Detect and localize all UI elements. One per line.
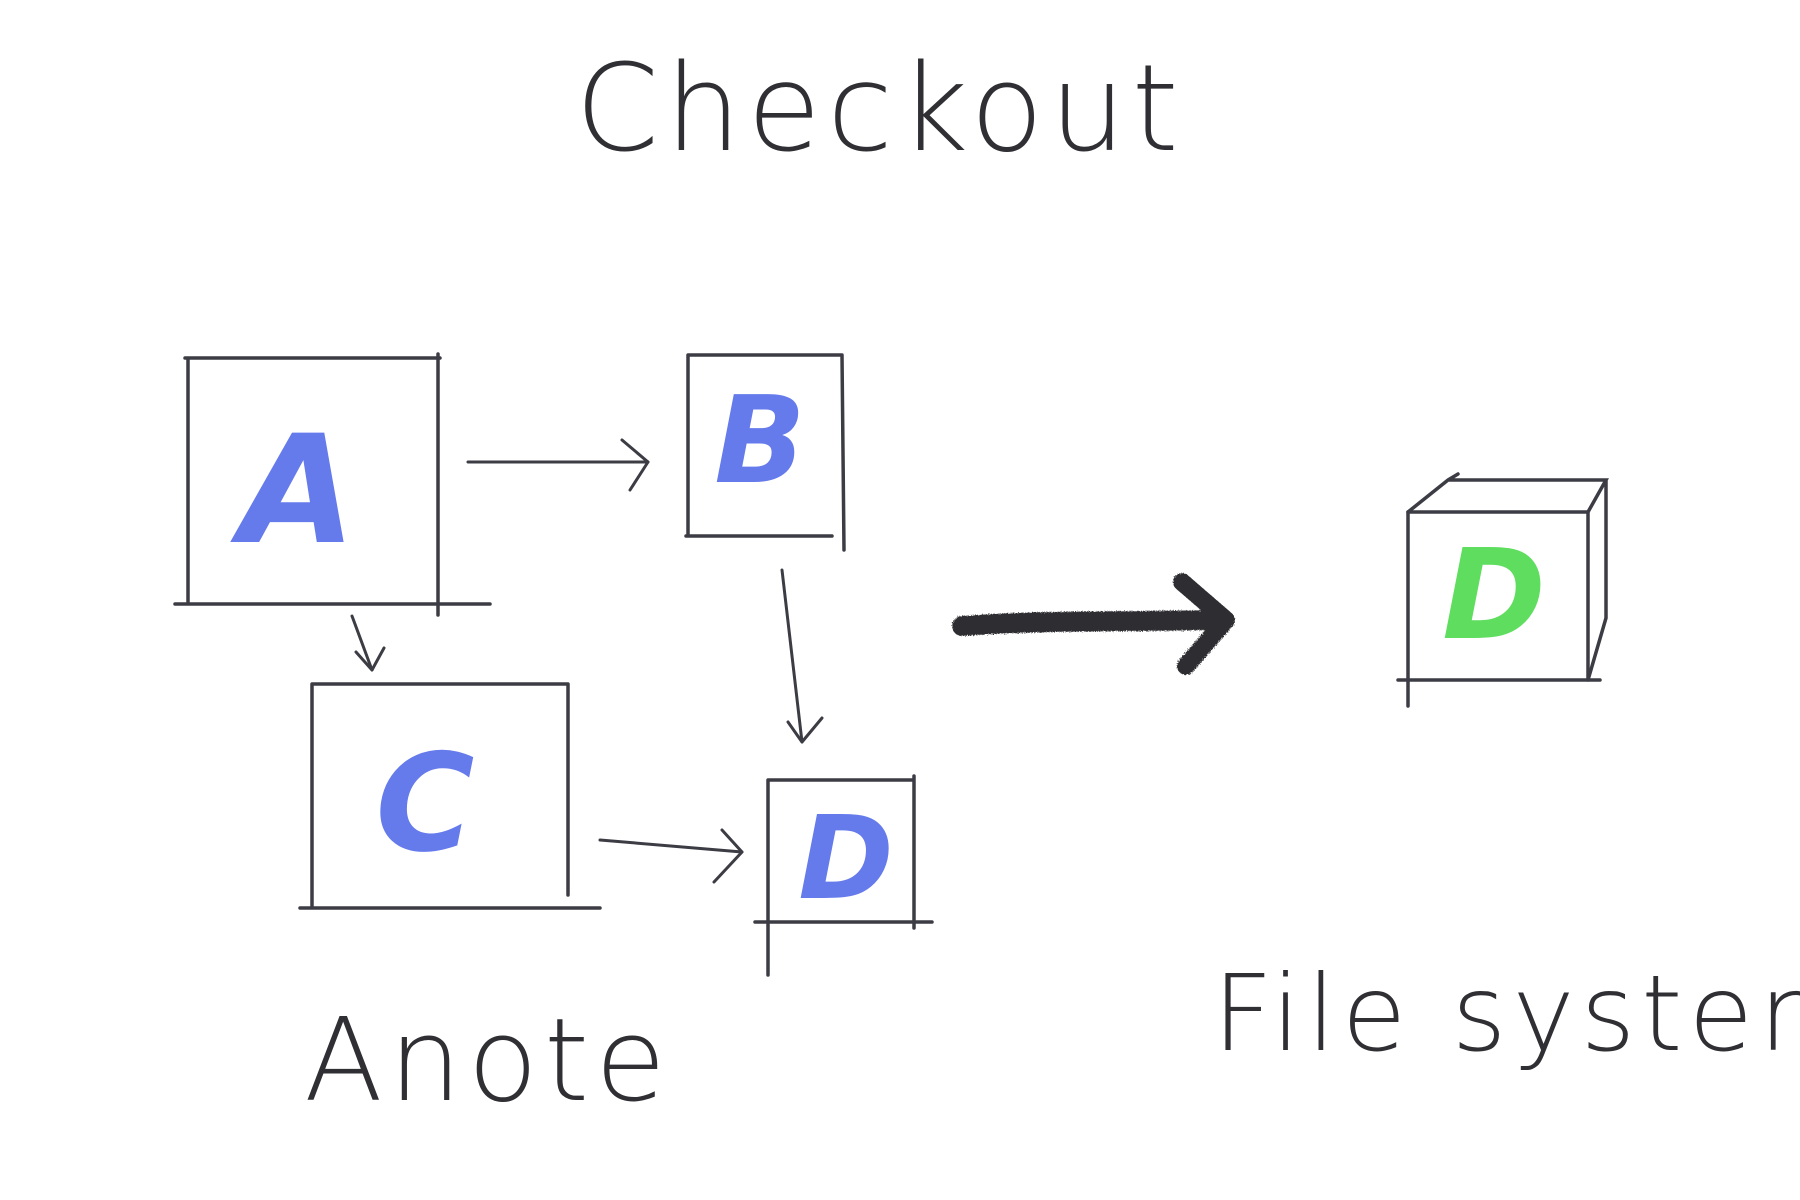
node-b-letter: B: [714, 372, 805, 511]
arrow-c-to-d: [598, 828, 744, 884]
node-d: D: [753, 774, 934, 977]
node-c: C: [298, 682, 602, 910]
arrow-a-to-b: [466, 438, 650, 492]
node-b: B: [684, 353, 846, 552]
right-caption: File system: [1213, 953, 1800, 1075]
file-system-cube: D: [1396, 472, 1609, 708]
node-d-letter: D: [798, 792, 893, 926]
title: Checkout: [575, 40, 1184, 179]
node-a: A: [173, 352, 492, 617]
arrow-b-to-d: [780, 568, 824, 744]
big-arrow: [952, 573, 1235, 675]
left-caption: Anote: [304, 994, 672, 1128]
node-a-letter: A: [230, 404, 356, 578]
file-system-letter: D: [1442, 523, 1546, 668]
arrow-a-to-c: [350, 614, 386, 672]
node-c-letter: C: [375, 725, 474, 882]
